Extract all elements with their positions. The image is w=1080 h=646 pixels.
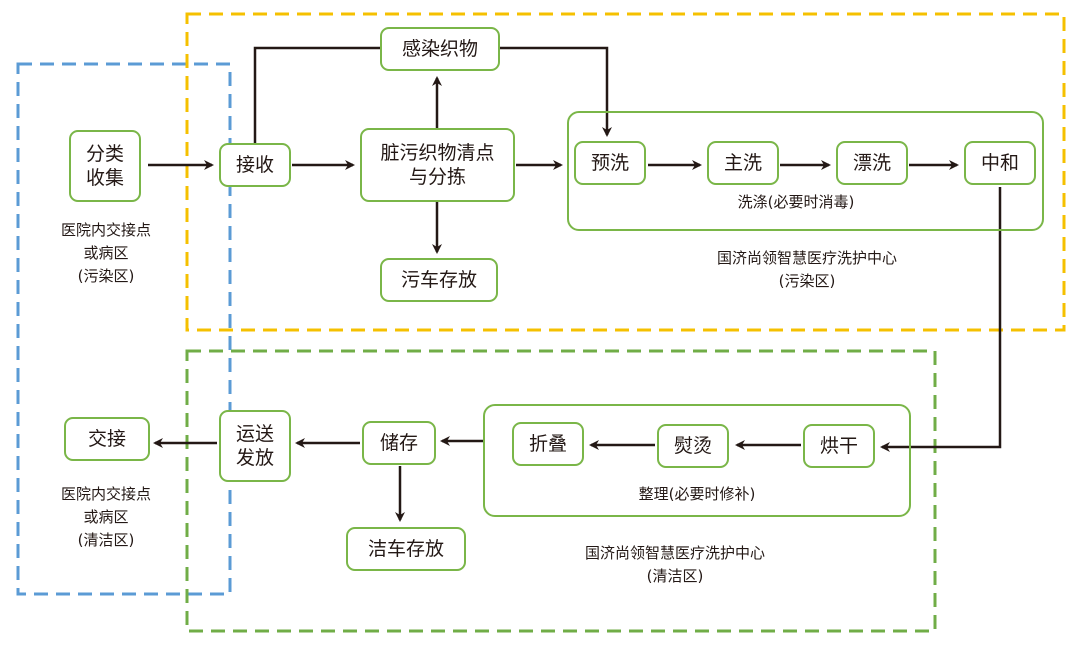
- node-fold: 折叠: [512, 422, 584, 466]
- node-clean-cart: 洁车存放: [346, 527, 466, 571]
- hospital-dirty-label: 医院内交接点 或病区 (污染区): [60, 221, 152, 285]
- node-collect: 分类 收集: [69, 130, 141, 202]
- node-handover: 交接: [64, 417, 150, 461]
- finishing-group: [483, 404, 911, 517]
- node-receive: 接收: [219, 143, 291, 187]
- zone-contaminated: [185, 12, 1066, 332]
- node-dirty-cart: 污车存放: [380, 258, 498, 302]
- zone-hospital: [16, 62, 232, 596]
- node-mainwash: 主洗: [707, 141, 779, 185]
- node-store: 储存: [362, 421, 436, 465]
- center-clean-label: 国济尚领智慧医疗洗护中心 (清洁区): [584, 544, 766, 585]
- line-receive-infected: [253, 46, 380, 143]
- hospital-clean-label: 医院内交接点 或病区 (清洁区): [60, 485, 152, 549]
- node-infected: 感染织物: [380, 27, 500, 71]
- node-sort: 脏污织物清点 与分拣: [360, 128, 515, 202]
- washing-group: [567, 111, 1044, 231]
- node-dry: 烘干: [803, 424, 875, 468]
- node-prewash: 预洗: [574, 141, 646, 185]
- center-dirty-label: 国济尚领智慧医疗洗护中心 (污染区): [716, 249, 898, 290]
- node-deliver: 运送 发放: [219, 410, 291, 482]
- finishing-label: 整理(必要时修补): [638, 485, 756, 503]
- node-neutralize: 中和: [964, 141, 1036, 185]
- arrow-neutralize-dry: [880, 187, 1002, 452]
- washing-label: 洗涤(必要时消毒): [737, 193, 855, 211]
- arrow-infected-prewash: [500, 46, 612, 137]
- node-iron: 熨烫: [657, 424, 729, 468]
- zone-clean: [185, 349, 937, 633]
- node-rinse: 漂洗: [836, 141, 908, 185]
